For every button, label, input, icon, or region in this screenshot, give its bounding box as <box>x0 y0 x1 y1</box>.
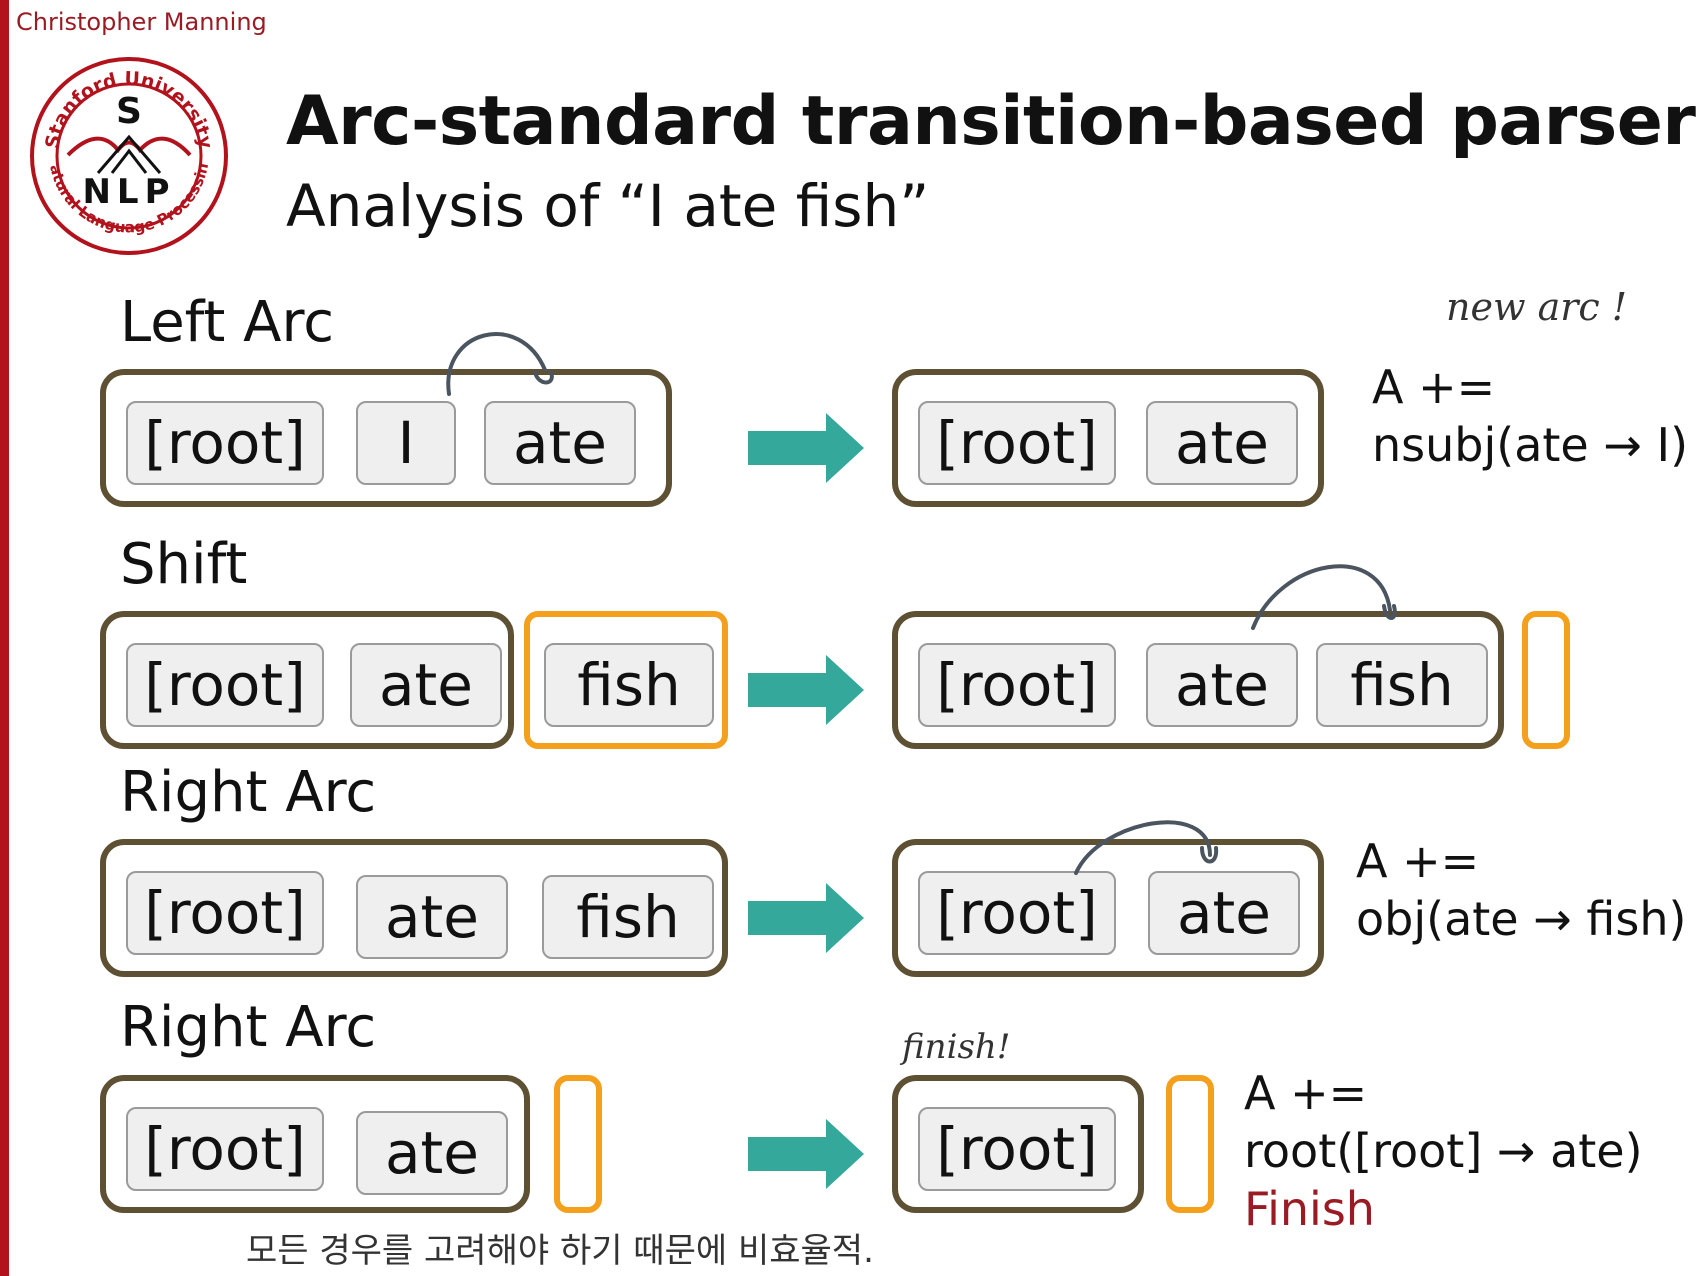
stack-frame-before: [root] ate fish <box>100 839 728 977</box>
token-ate: ate <box>350 643 502 727</box>
note-finish: finish! <box>899 1027 1010 1067</box>
result-line-1: A += <box>1244 1066 1368 1120</box>
transition-arrow-icon <box>748 1119 864 1189</box>
finish-label: Finish <box>1244 1182 1375 1236</box>
token-fish: fish <box>542 875 714 959</box>
logo-letters-nlp: NLP <box>82 172 175 212</box>
stack-frame-after: [root] <box>892 1075 1144 1213</box>
token-root: [root] <box>126 1107 324 1191</box>
token-ate: ate <box>1146 401 1298 485</box>
token-fish: fish <box>1316 643 1488 727</box>
note-korean: 모든 경우를 고려해야 하기 때문에 비효율적. <box>246 1231 874 1271</box>
author-name: Christopher Manning <box>16 8 267 36</box>
result-line-2: obj(ate → fish) <box>1356 892 1687 946</box>
logo-letter-s: S <box>116 91 142 132</box>
result-line-1: A += <box>1372 360 1496 414</box>
stack-frame-before: [root] I ate <box>100 369 672 507</box>
token-ate: ate <box>1146 643 1298 727</box>
left-accent-bar <box>0 0 9 1276</box>
token-ate: ate <box>1148 871 1300 955</box>
transition-arrow-icon <box>748 655 864 725</box>
token-root: [root] <box>918 643 1116 727</box>
slide-title: Arc-standard transition-based parser <box>286 82 1696 161</box>
token-ate: ate <box>484 401 636 485</box>
arc-result-root: A += root([root] → ate) Finish <box>1244 1064 1643 1238</box>
token-root: [root] <box>126 643 324 727</box>
step-label-right-arc: Right Arc <box>120 760 377 825</box>
token-root: [root] <box>126 401 324 485</box>
stanford-nlp-logo: Stanford University Natural Language Pro… <box>28 55 228 255</box>
step-label-left-arc: Left Arc <box>120 290 335 355</box>
buffer-frame: fish <box>524 611 728 749</box>
token-ate: ate <box>356 1111 508 1195</box>
stack-frame-before: [root] ate <box>100 1075 530 1213</box>
stack-frame-after: [root] ate <box>892 839 1324 977</box>
step-label-right-arc: Right Arc <box>120 995 377 1060</box>
stack-frame-before: [root] ate <box>100 611 514 749</box>
token-root: [root] <box>918 1107 1116 1191</box>
empty-buffer-frame <box>1166 1075 1214 1213</box>
result-line-1: A += <box>1356 834 1480 888</box>
empty-buffer-frame <box>554 1075 602 1213</box>
result-line-2: nsubj(ate → I) <box>1372 418 1689 472</box>
token-root: [root] <box>918 871 1116 955</box>
arc-result-nsubj: A += nsubj(ate → I) <box>1372 358 1688 474</box>
arc-result-obj: A += obj(ate → fish) <box>1356 832 1686 948</box>
empty-buffer-frame <box>1522 611 1570 749</box>
token-i: I <box>356 401 456 485</box>
stack-frame-after: [root] ate <box>892 369 1324 507</box>
slide-subtitle: Analysis of “I ate fish” <box>286 172 930 240</box>
note-new-arc: new arc ! <box>1446 285 1627 329</box>
stack-frame-after: [root] ate fish <box>892 611 1504 749</box>
token-root: [root] <box>918 401 1116 485</box>
transition-arrow-icon <box>748 413 864 483</box>
step-label-shift: Shift <box>120 532 248 597</box>
transition-arrow-icon <box>748 883 864 953</box>
token-ate: ate <box>356 875 508 959</box>
token-root: [root] <box>126 871 324 955</box>
token-fish: fish <box>544 643 714 727</box>
result-line-2: root([root] → ate) <box>1244 1124 1643 1178</box>
